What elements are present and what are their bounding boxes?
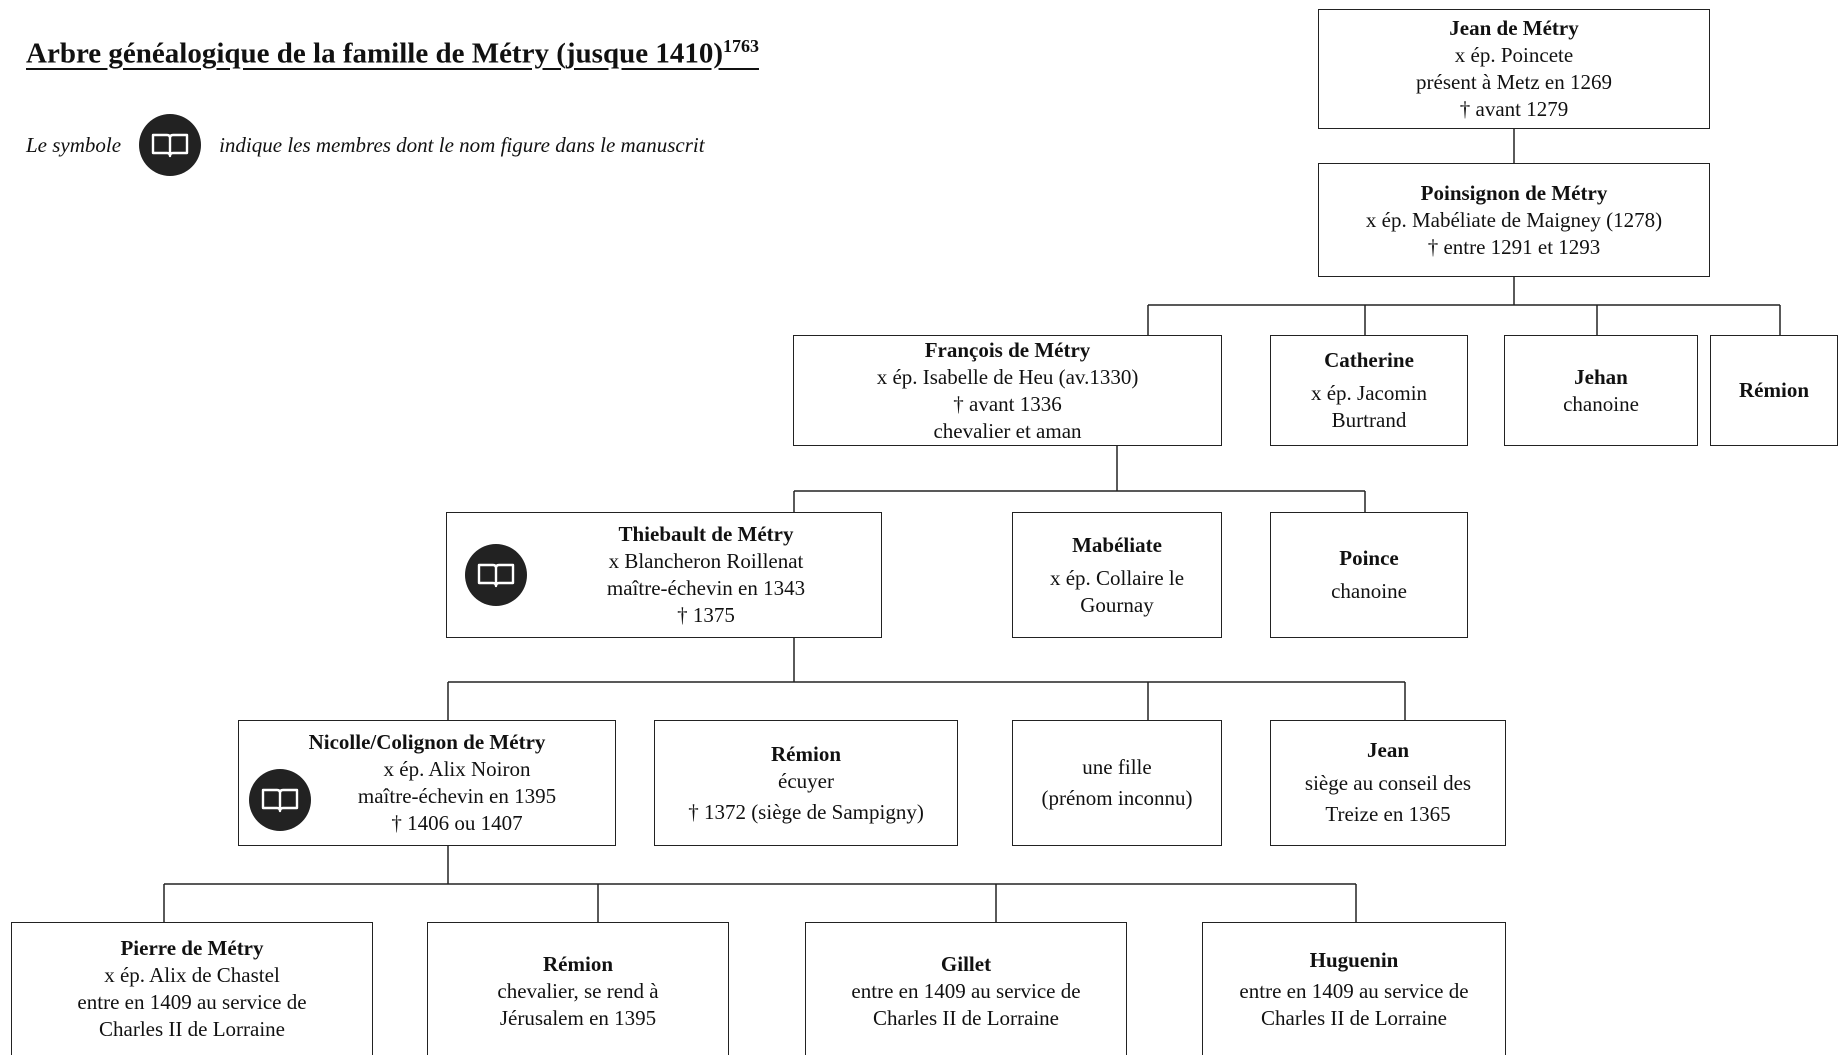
person-detail: x ép. Collaire le Gournay [1049, 565, 1185, 617]
person-jean-treize: Jean siège au conseil des Treize en 1365 [1270, 720, 1506, 846]
person-detail: x ép. Poincete [1454, 43, 1574, 67]
person-name: Jean [1367, 737, 1409, 762]
person-detail: x ép. Alix Noiron [383, 757, 531, 781]
person-poinsignon-de-metry: Poinsignon de Métry x ép. Mabéliate de M… [1318, 163, 1710, 277]
person-detail: x ép. Mabéliate de Maigney (1278) [1365, 207, 1663, 232]
person-detail: écuyer [778, 768, 834, 793]
person-detail: x ép. Isabelle de Heu (av.1330) [876, 364, 1139, 389]
title-text: Arbre généalogique de la famille de Métr… [26, 37, 723, 70]
person-remion: Rémion [1710, 335, 1838, 446]
footnote-ref: 1763 [722, 36, 759, 56]
person-detail: chanoine [1563, 391, 1639, 416]
person-name: Mabéliate [1072, 532, 1162, 557]
person-detail: entre en 1409 au service de Charles II d… [851, 979, 1081, 1030]
person-name: Pierre de Métry [120, 936, 264, 960]
person-detail: † 1406 ou 1407 [391, 811, 523, 835]
person-detail: chanoine [1331, 579, 1407, 603]
person-name: Rémion [543, 952, 613, 976]
person-name: Thiebault de Métry [618, 522, 794, 546]
person-name: Catherine [1324, 348, 1414, 372]
person-detail: chevalier, se rend à Jérusalem en 1395 [497, 979, 659, 1030]
person-catherine: Catherine x ép. Jacomin Burtrand [1270, 335, 1468, 446]
person-remion-chevalier: Rémion chevalier, se rend à Jérusalem en… [427, 922, 729, 1055]
person-detail: entre en 1409 au service de Charles II d… [77, 990, 307, 1041]
person-une-fille: une fille (prénom inconnu) [1012, 720, 1222, 846]
person-detail: † 1372 (siège de Sampigny) [688, 799, 924, 824]
book-icon [249, 769, 311, 831]
person-remion-ecuyer: Rémion écuyer † 1372 (siège de Sampigny) [654, 720, 958, 846]
person-gillet: Gillet entre en 1409 au service de Charl… [805, 922, 1127, 1055]
person-detail: chevalier et aman [933, 418, 1082, 443]
person-detail: siège au conseil des Treize en 1365 [1304, 770, 1472, 826]
person-jehan: Jehan chanoine [1504, 335, 1698, 446]
person-detail: † avant 1336 [953, 391, 1062, 416]
book-icon [465, 544, 527, 606]
person-name: Rémion [771, 741, 841, 766]
person-detail: présent à Metz en 1269 [1416, 70, 1612, 94]
person-name: Nicolle/Colignon de Métry [308, 730, 546, 754]
person-name: Gillet [940, 952, 992, 976]
book-icon [139, 114, 202, 176]
legend-suffix: indique les membres dont le nom figure d… [219, 132, 705, 157]
person-francois-de-metry: François de Métry x ép. Isabelle de Heu … [793, 335, 1222, 446]
person-detail: (prénom inconnu) [1041, 786, 1193, 810]
person-detail: † 1375 [677, 603, 735, 627]
page-title: Arbre généalogique de la famille de Métr… [26, 36, 759, 71]
person-detail: une fille [1082, 755, 1152, 779]
person-name: Poince [1339, 546, 1399, 570]
legend: Le symbole indique les membres dont le n… [26, 114, 705, 176]
person-detail: entre en 1409 au service de Charles II d… [1239, 979, 1469, 1030]
person-name: Jean de Métry [1449, 16, 1579, 40]
person-mabeliate: Mabéliate x ép. Collaire le Gournay [1012, 512, 1222, 638]
person-jean-de-metry: Jean de Métry x ép. Poincete présent à M… [1318, 9, 1710, 129]
person-detail: x ép. Jacomin Burtrand [1310, 381, 1428, 432]
person-name: Huguenin [1309, 948, 1399, 972]
person-pierre-de-metry: Pierre de Métry x ép. Alix de Chastel en… [11, 922, 373, 1055]
person-detail: maître-échevin en 1395 [357, 784, 557, 808]
person-detail: maître-échevin en 1343 [606, 576, 806, 600]
person-poince: Poince chanoine [1270, 512, 1468, 638]
person-detail: x Blancheron Roillenat [608, 549, 804, 573]
person-nicolle-colignon-de-metry: Nicolle/Colignon de Métry x ép. Alix Noi… [238, 720, 616, 846]
person-name: François de Métry [924, 337, 1091, 362]
person-detail: † entre 1291 et 1293 [1427, 234, 1601, 259]
person-thiebault-de-metry: Thiebault de Métry x Blancheron Roillena… [446, 512, 882, 638]
person-detail: x ép. Alix de Chastel [104, 963, 280, 987]
person-name: Jehan [1574, 364, 1628, 389]
person-name: Poinsignon de Métry [1420, 180, 1608, 205]
person-detail: † avant 1279 [1459, 97, 1569, 121]
person-name: Rémion [1739, 378, 1809, 402]
legend-prefix: Le symbole [26, 132, 122, 157]
person-huguenin: Huguenin entre en 1409 au service de Cha… [1202, 922, 1506, 1055]
